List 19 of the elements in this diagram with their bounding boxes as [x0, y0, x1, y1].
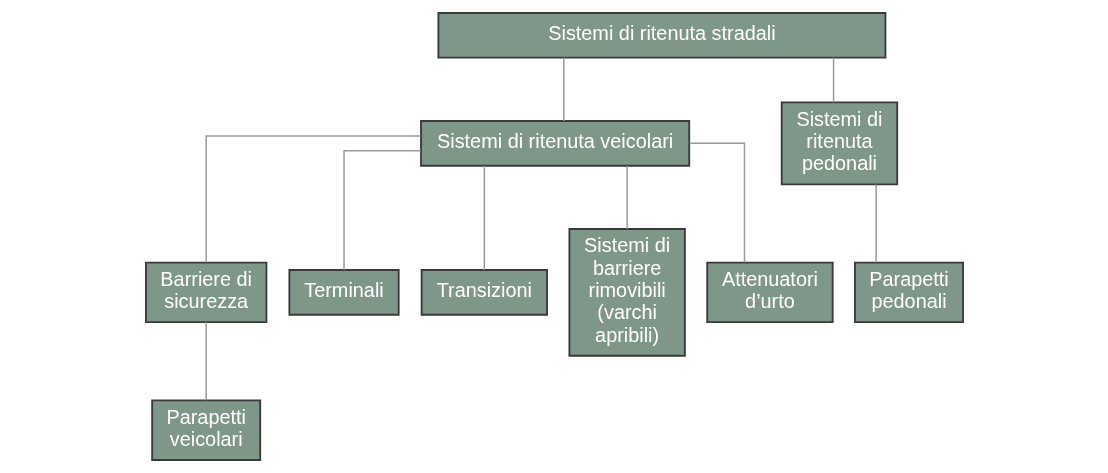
node-box: Attenuatori d’urto — [705, 261, 834, 324]
connector — [204, 135, 421, 263]
node-box: Sistemi di barriere rimovibili (varchi apribili) — [567, 228, 686, 357]
connector — [625, 165, 628, 230]
connector — [483, 165, 485, 271]
connector — [688, 142, 745, 263]
node-box: Barriere di sicurezza — [144, 261, 267, 324]
connector — [342, 150, 422, 271]
node-box: Terminali — [287, 269, 400, 316]
connector — [874, 183, 877, 263]
node-box: Parapetti pedonali — [853, 261, 964, 324]
connector — [204, 321, 207, 402]
node-box: Sistemi di ritenuta veicolari — [419, 120, 690, 167]
connector — [562, 57, 565, 122]
node-box: Sistemi di ritenuta pedonali — [780, 101, 898, 186]
connector — [832, 57, 834, 103]
node-box: Sistemi di ritenuta stradali — [436, 12, 886, 59]
node-box: Parapetti veicolari — [150, 399, 261, 461]
node-box: Transizioni — [420, 269, 548, 316]
